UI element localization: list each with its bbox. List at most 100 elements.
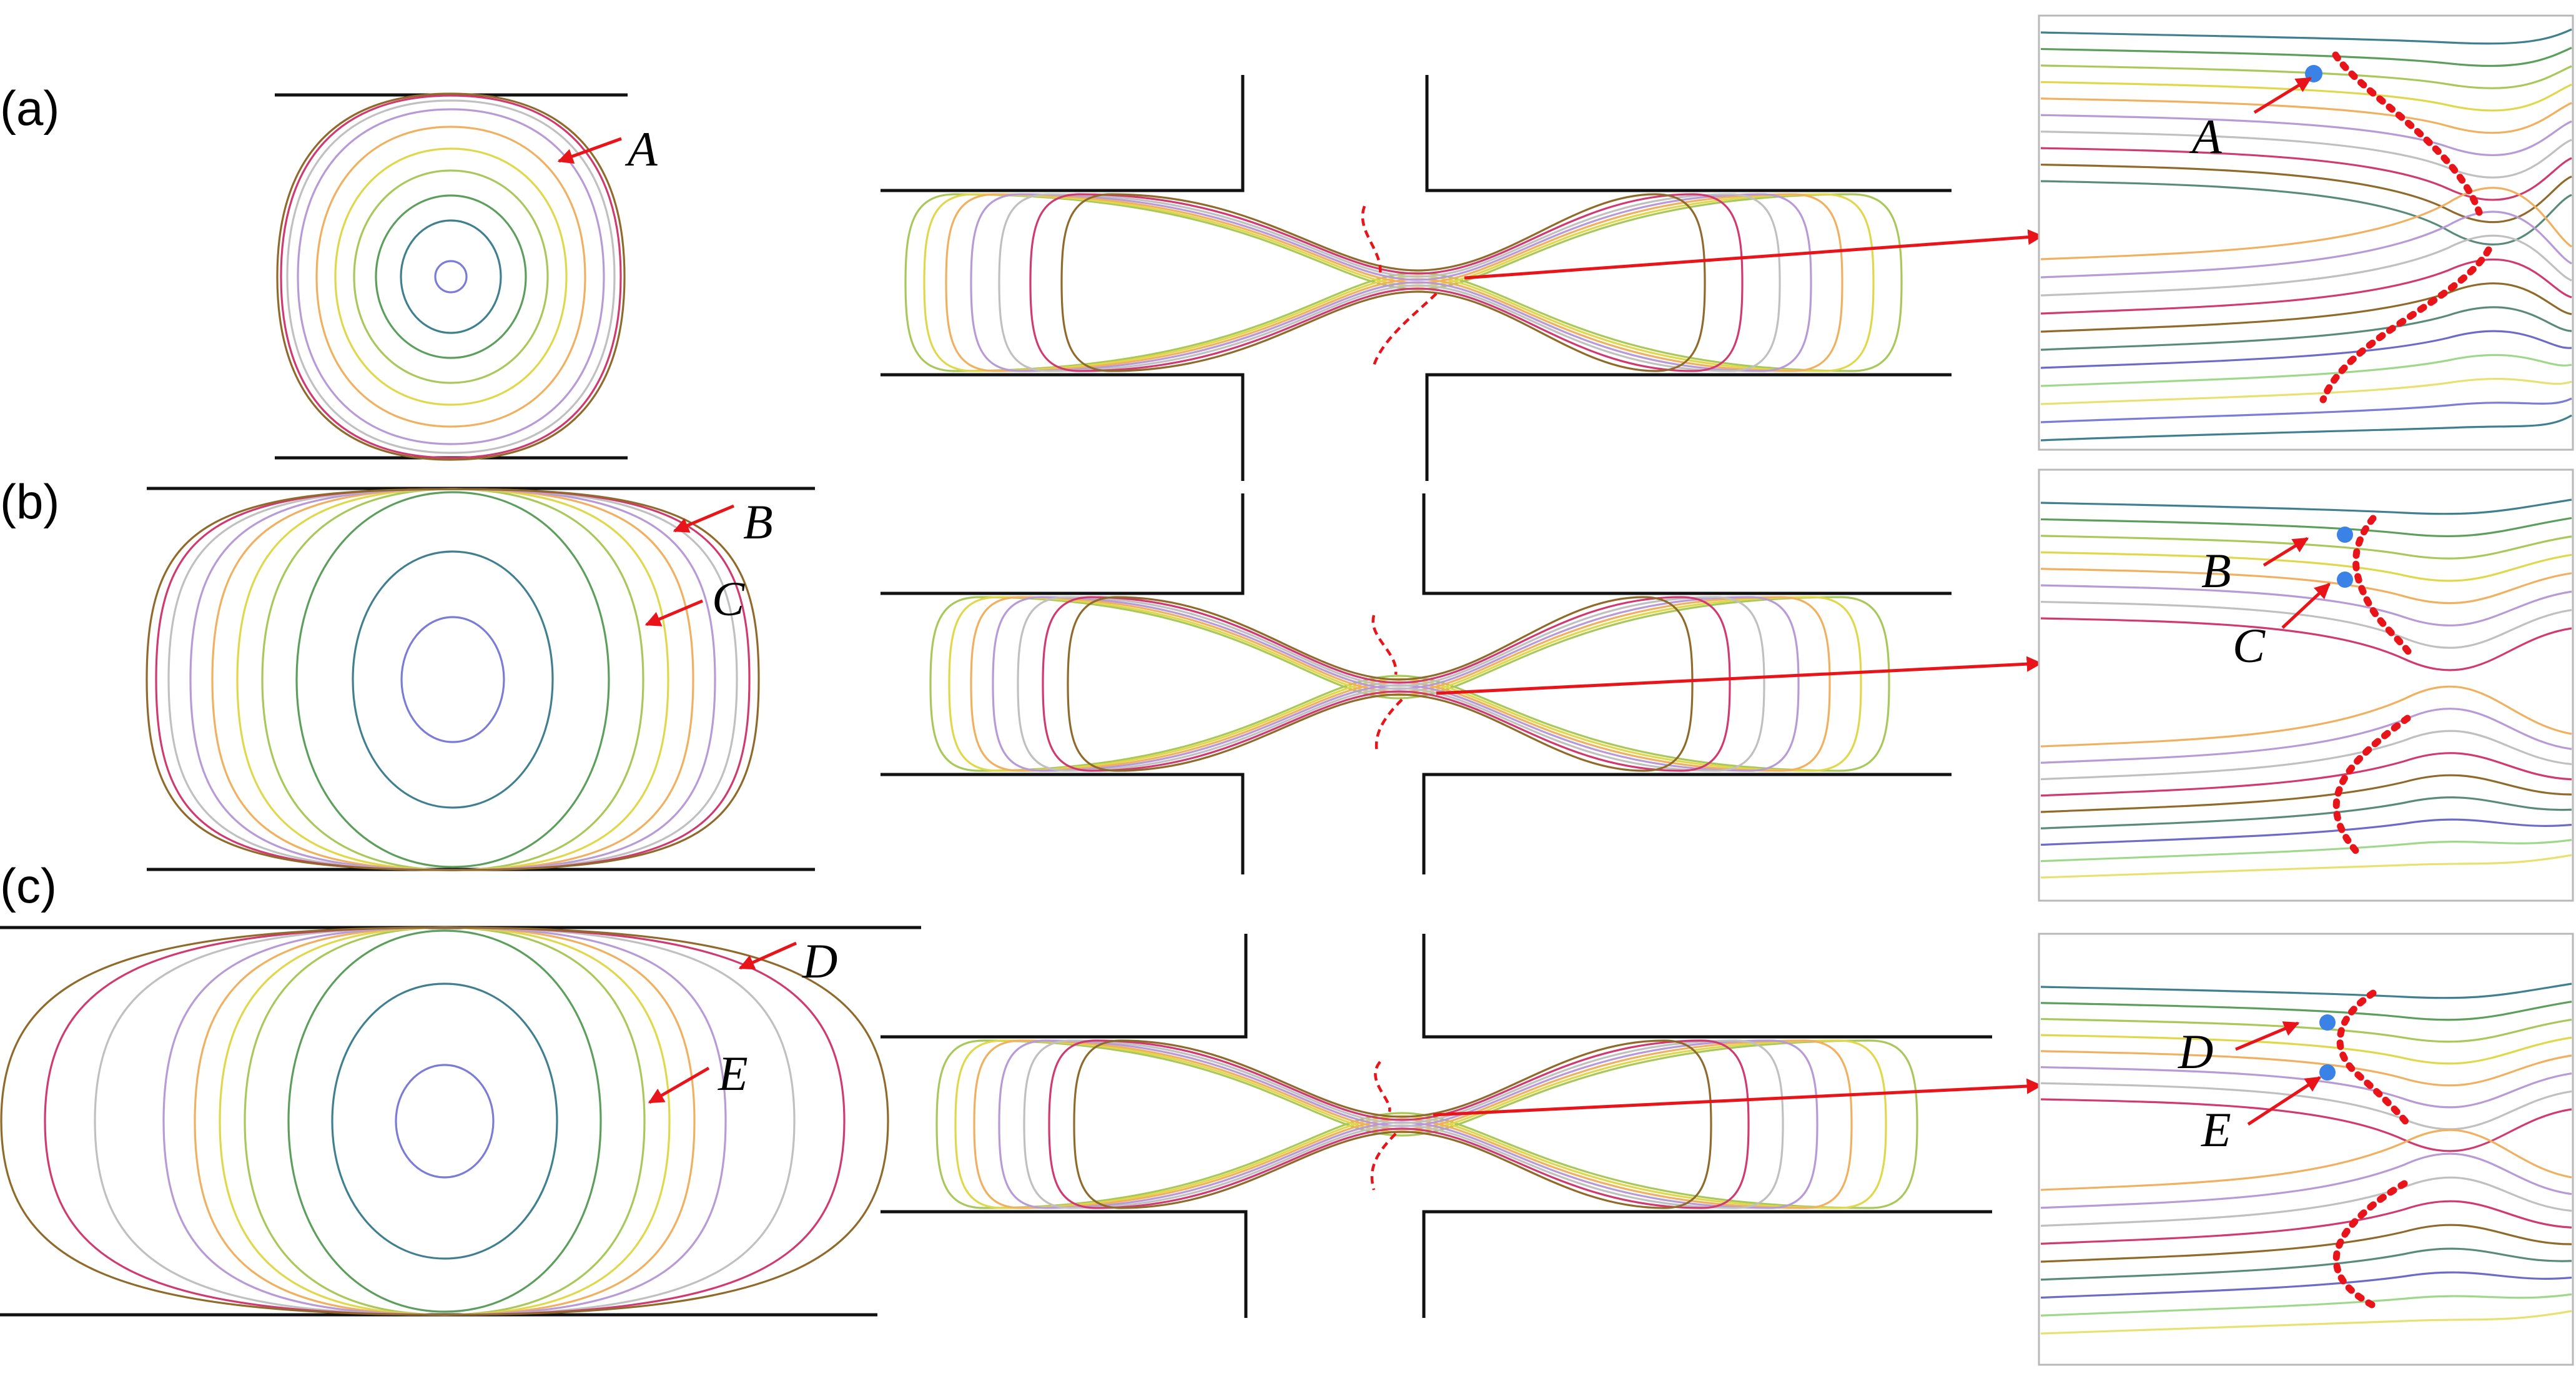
b-side-contour — [992, 596, 1800, 772]
a-rings-ring — [286, 99, 616, 454]
point-label-B-inset: B — [2201, 543, 2231, 598]
panel-b-lower-neck-line — [1374, 698, 1403, 753]
point-label-A-cross: A — [624, 122, 658, 176]
b-rings-ring — [155, 488, 751, 871]
c-inset-lower-line — [2040, 1310, 2572, 1335]
panel-c-inset-upper-dotted — [2336, 989, 2414, 1131]
panel-b-side-view — [881, 493, 1952, 874]
panel-c-cross-arrow-E — [648, 1066, 710, 1104]
panel-b-lower-wall-right — [1422, 773, 1952, 874]
panel-b: (b) B C B — [0, 468, 2574, 902]
b-side-contour — [929, 596, 1890, 772]
b-inset-upper-line — [2040, 517, 2572, 538]
b-inset-upper-line — [2040, 535, 2572, 560]
b-side-contour — [948, 596, 1862, 772]
panel-c-lower-wall-right — [1422, 1210, 1992, 1318]
panel-c-inset-lower-dotted — [2332, 1180, 2408, 1309]
panel-a-lower-wall-right — [1425, 373, 1952, 481]
b-rings-ring — [295, 491, 610, 868]
panel-c-cross-section — [0, 926, 921, 1317]
panel-a-inset-arrow-A — [2253, 76, 2312, 114]
panel-b-inset-arrow-B — [2263, 537, 2309, 567]
a-inset-lower-line — [2040, 258, 2572, 315]
b-inset-lower-line — [2040, 685, 2572, 748]
c-inset-upper-line — [2040, 1082, 2572, 1131]
a-inset-upper-line — [2040, 163, 2572, 224]
panel-b-inset-lower-dotted — [2332, 715, 2411, 856]
a-inset-upper-line — [2040, 81, 2572, 112]
c-inset-upper-line — [2040, 1098, 2572, 1152]
panel-b-inset — [2038, 468, 2574, 902]
panel-c-lower-wall-left — [881, 1210, 1248, 1318]
panel-a-inset-lower-dotted — [2319, 246, 2492, 403]
b-rings-ring — [211, 488, 694, 871]
a-inset-upper-line — [2040, 64, 2572, 89]
c-rings-ring — [162, 926, 727, 1316]
panel-b-cross-arrow-C — [644, 599, 703, 626]
panel-a-inset-upper-dotted — [2332, 51, 2483, 216]
c-rings-ring — [94, 926, 796, 1316]
panel-c-inset-arrow-E — [2247, 1076, 2322, 1126]
a-inset-upper-line — [2040, 131, 2572, 179]
panel-c-upper-wall-left — [881, 934, 1248, 1039]
point-label-D-inset: D — [2178, 1024, 2213, 1079]
panel-c-inset-frame — [2038, 933, 2574, 1366]
a-inset-upper-line — [2040, 97, 2572, 134]
a-inset-upper-line — [2040, 46, 2572, 67]
c-inset-upper-line — [2040, 1001, 2572, 1021]
c-rings-ring — [0, 926, 889, 1316]
c-inset-lower-line — [2040, 1152, 2572, 1209]
b-inset-lower-line — [2040, 818, 2572, 846]
b-inset-upper-line — [2040, 551, 2572, 582]
a-inset-lower-line — [2040, 330, 2572, 369]
b-inset-upper-line — [2040, 584, 2572, 626]
panel-c: (c) D E D — [0, 858, 2574, 1366]
panel-c-zoom-arrow — [1433, 1078, 2043, 1117]
a-side-contour — [970, 193, 1812, 372]
a-inset-upper-line — [2040, 114, 2572, 157]
c-rings-ring — [331, 983, 558, 1260]
panel-a-upper-neck-line — [1361, 205, 1382, 275]
panel-b-cross-arrow-B — [673, 504, 734, 533]
panel-b-upper-neck-line — [1371, 615, 1398, 675]
a-inset-lower-line — [2040, 397, 2572, 423]
b-inset-lower-line — [2040, 730, 2572, 781]
b-rings-ring — [400, 616, 505, 743]
point-label-E-cross: E — [718, 1046, 748, 1101]
b-side-contour — [970, 596, 1831, 772]
panel-b-point-B-marker — [2337, 527, 2353, 543]
c-rings-ring — [287, 929, 602, 1313]
b-rings-ring — [146, 488, 760, 871]
panel-b-interface-contours — [929, 596, 1890, 772]
c-rings-ring — [244, 926, 646, 1316]
b-side-contour — [1067, 596, 1694, 772]
panel-b-inset-upper-dotted — [2352, 515, 2414, 658]
panel-a: (a) A A — [0, 14, 2574, 481]
a-inset-lower-line — [2040, 210, 2572, 279]
a-rings-ring — [280, 94, 622, 459]
c-side-contour — [1023, 1039, 1784, 1209]
panel-c-inset — [2038, 933, 2574, 1366]
panel-label-a: (a) — [0, 81, 59, 136]
point-label-B-cross: B — [743, 495, 773, 549]
panel-c-upper-neck-line — [1374, 1061, 1391, 1112]
point-label-E-inset: E — [2201, 1102, 2231, 1157]
panel-b-cross-section — [146, 487, 815, 871]
panel-b-zoom-arrow — [1436, 656, 2043, 695]
a-inset-lower-line — [2040, 187, 2572, 260]
panel-c-cross-arrow-D — [738, 941, 797, 970]
b-inset-upper-line — [2040, 617, 2572, 671]
a-inset-lower-line — [2040, 377, 2572, 405]
c-inset-upper-line — [2040, 1050, 2572, 1087]
panel-a-side-view — [881, 75, 1952, 481]
panel-b-point-C-marker — [2337, 572, 2353, 588]
panel-c-inset-arrow-D — [2235, 1021, 2300, 1051]
panel-b-inset-frame — [2038, 468, 2574, 902]
c-rings-ring — [194, 926, 696, 1316]
c-rings-ring — [44, 926, 846, 1316]
panel-b-contour-rings — [146, 488, 760, 871]
b-rings-ring — [167, 488, 738, 871]
c-inset-lower-line — [2040, 1224, 2572, 1263]
b-rings-ring — [261, 488, 644, 871]
